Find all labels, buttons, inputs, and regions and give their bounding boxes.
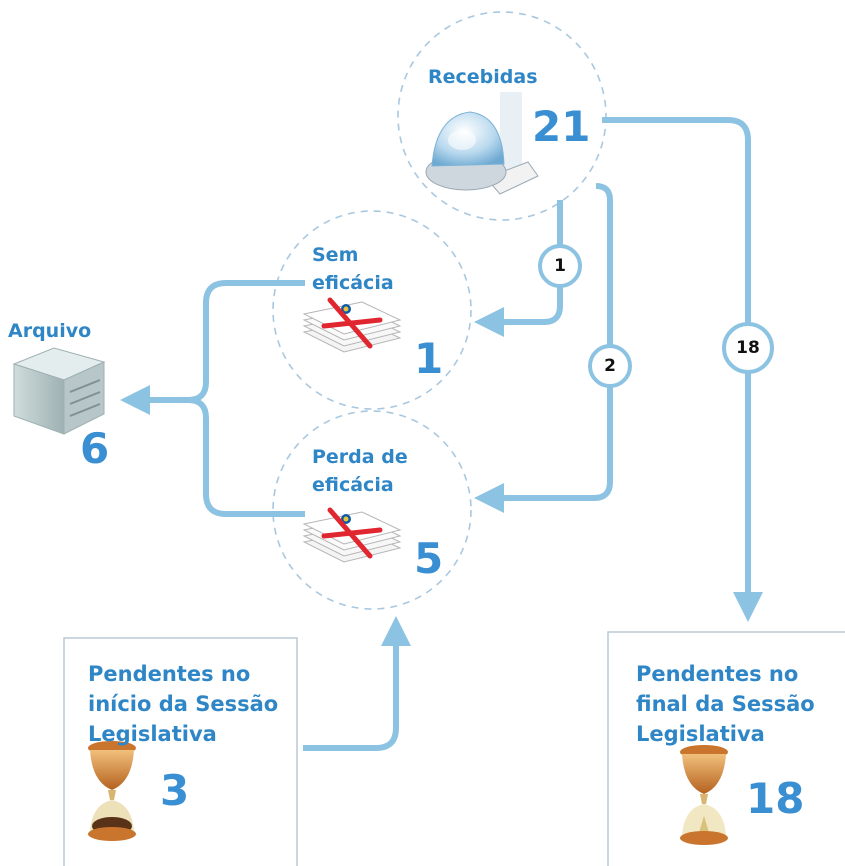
- sem-eficacia-label-line1: Sem: [312, 244, 359, 266]
- recebidas-count: 21: [532, 102, 591, 151]
- box-final-line1: Pendentes no: [636, 662, 799, 686]
- recebidas-label: Recebidas: [428, 66, 538, 88]
- filing-cabinet-icon: [12, 347, 106, 435]
- crossed-document-stack-icon: [303, 297, 401, 353]
- badge-18-label: 18: [736, 338, 760, 358]
- box-final-count: 18: [746, 774, 805, 823]
- crossed-document-stack-icon: [303, 507, 401, 563]
- badge-2: [588, 344, 632, 388]
- arquivo-count: 6: [80, 424, 110, 473]
- inbox-tray-icon: [425, 92, 539, 195]
- box-final-line2: final da Sessão: [636, 692, 815, 716]
- box-inicio-line2: início da Sessão: [88, 692, 279, 716]
- perda-eficacia-label-line2: eficácia: [312, 474, 394, 496]
- sem-eficacia-label-line2: eficácia: [312, 272, 394, 294]
- flow-inicio-to-perda: [303, 616, 411, 751]
- perda-eficacia-label-line1: Perda de: [312, 446, 408, 468]
- box-inicio-border: [63, 637, 298, 866]
- flow-perda-to-arquivo: [187, 397, 305, 517]
- hourglass-icon: [680, 745, 728, 845]
- box-inicio-line1: Pendentes no: [88, 662, 251, 686]
- arquivo-label: Arquivo: [8, 320, 92, 342]
- flow-to-final: [602, 117, 763, 622]
- flow-to-perda-eficacia: [474, 183, 613, 513]
- box-final-line3: Legislativa: [636, 722, 765, 746]
- flow-sem-to-arquivo: [187, 280, 305, 403]
- sem-eficacia-count: 1: [414, 334, 444, 383]
- box-inicio-count: 3: [160, 766, 190, 815]
- badge-1: [538, 244, 582, 288]
- flow-to-sem-eficacia: [474, 200, 563, 337]
- badge-1-label: 1: [554, 256, 566, 276]
- hourglass-icon: [88, 741, 136, 841]
- sem-eficacia-circle: [272, 210, 472, 410]
- box-inicio-line3: Legislativa: [88, 722, 217, 746]
- badge-18: [722, 322, 774, 374]
- perda-eficacia-count: 5: [414, 534, 444, 583]
- badge-2-label: 2: [604, 356, 616, 376]
- box-final-border: [607, 631, 845, 866]
- perda-eficacia-circle: [272, 410, 472, 610]
- recebidas-circle: [397, 11, 607, 221]
